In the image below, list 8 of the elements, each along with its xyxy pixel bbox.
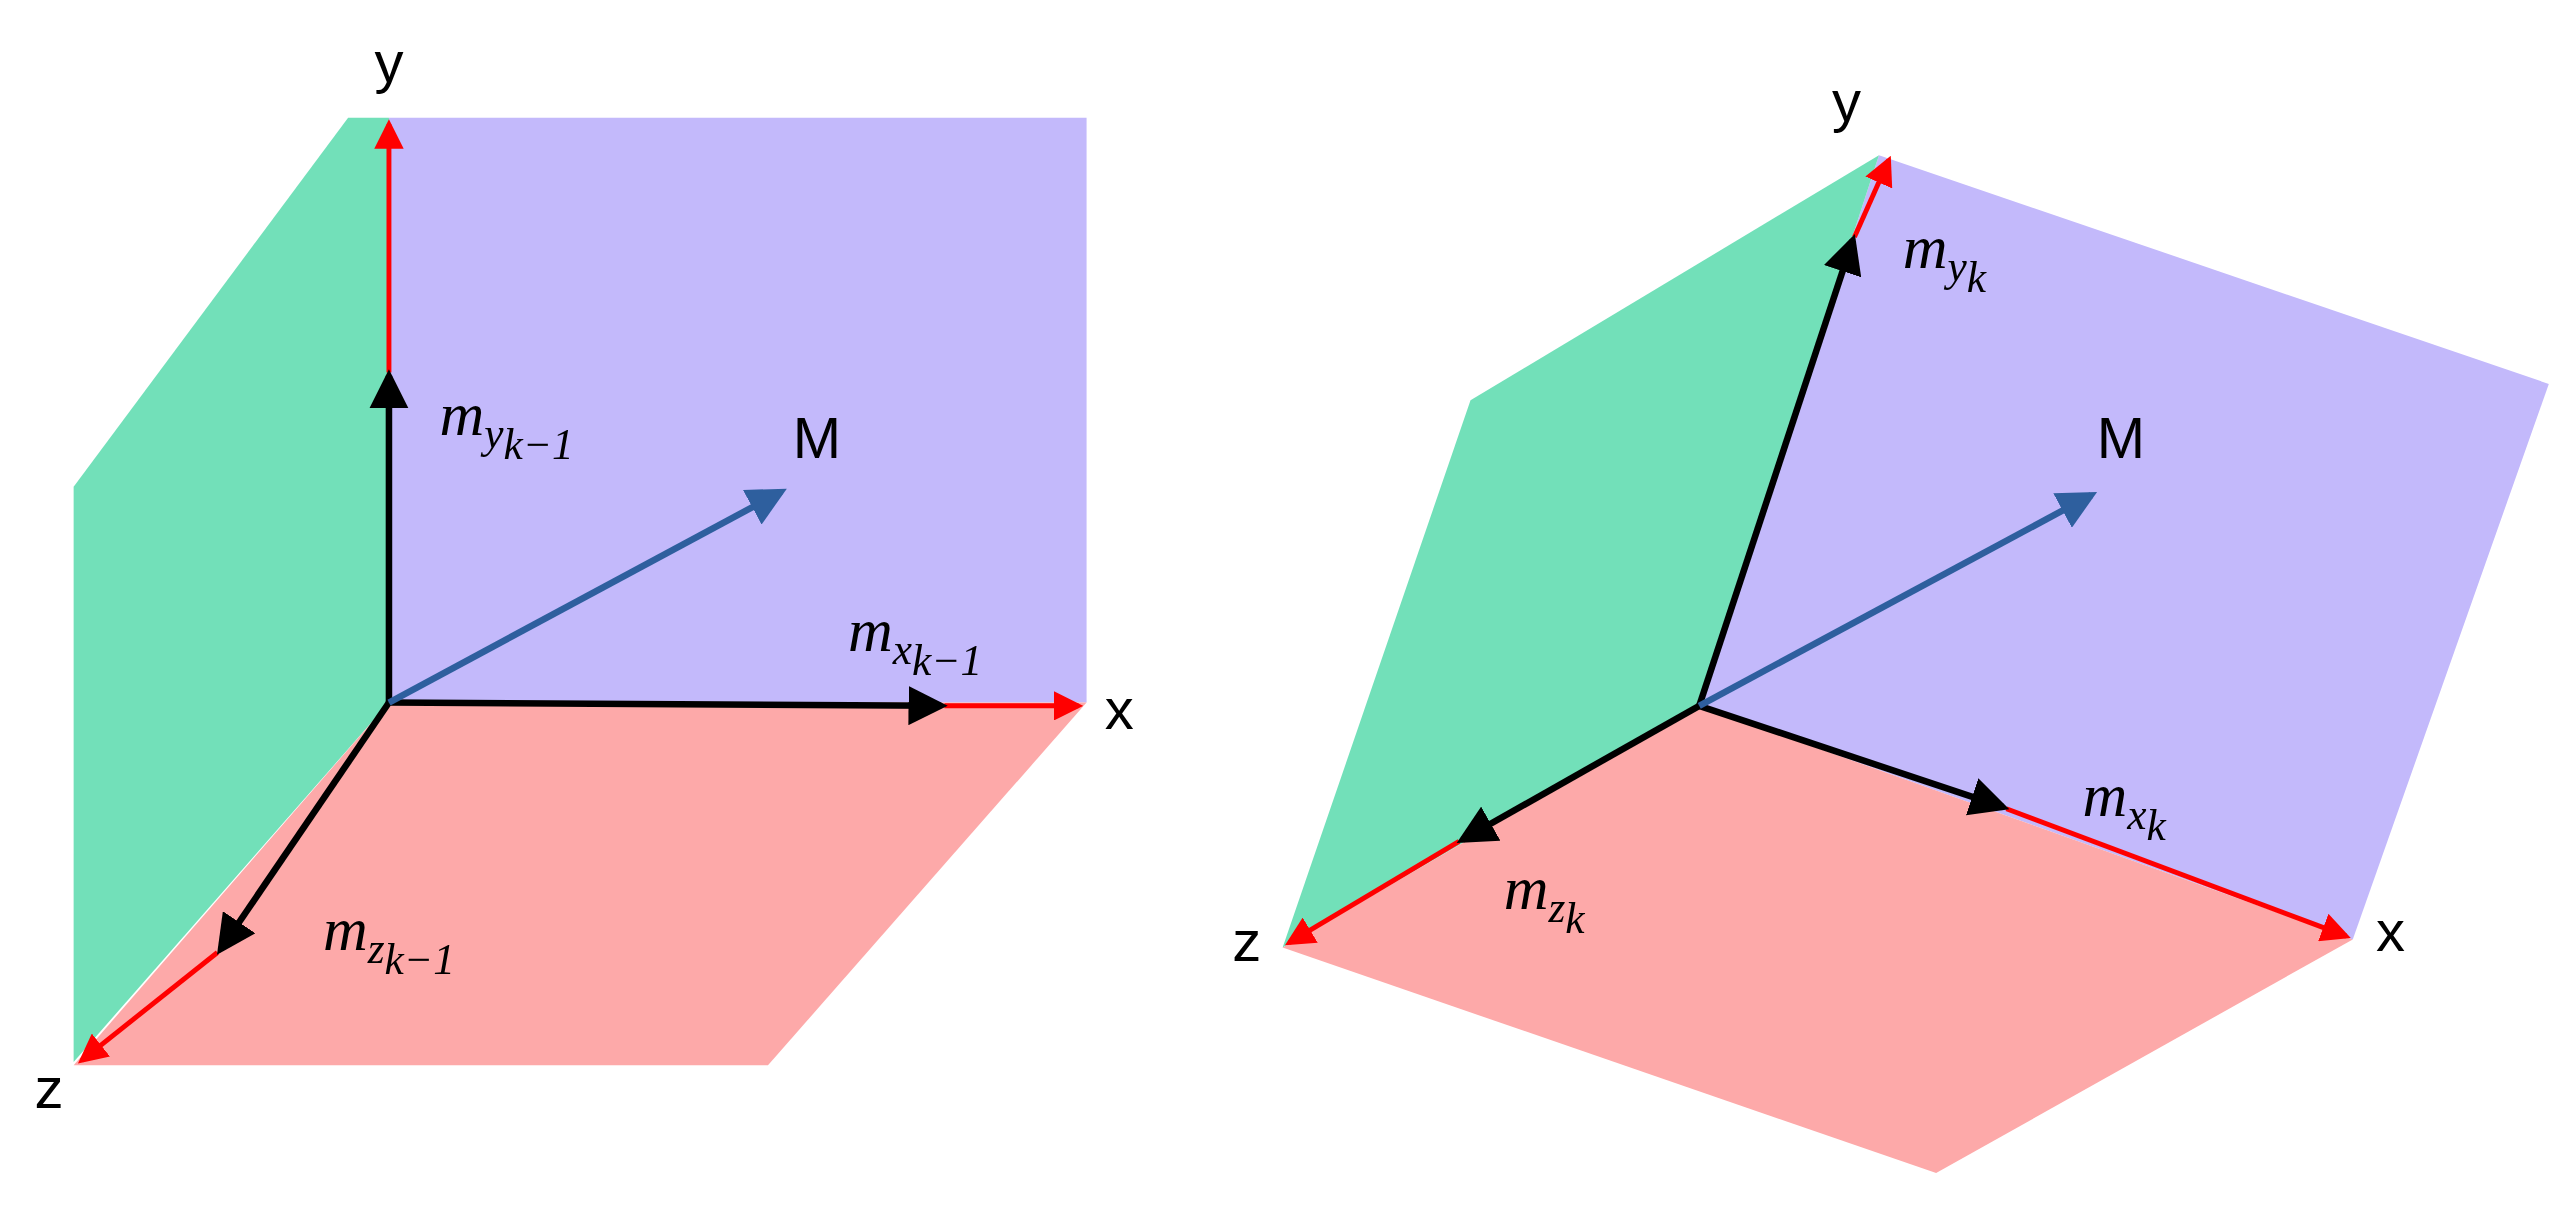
axis-label: x — [1104, 680, 1134, 739]
axis-label: y — [1831, 72, 1861, 131]
axis-label: z — [34, 1059, 64, 1118]
vector-label: M — [792, 408, 842, 467]
axis-label: x — [2376, 902, 2406, 961]
axis-label: y — [374, 33, 404, 92]
axis-label: z — [1232, 912, 1262, 971]
vector-label: M — [2096, 408, 2146, 467]
